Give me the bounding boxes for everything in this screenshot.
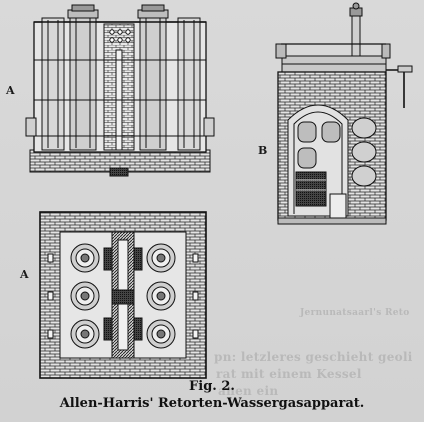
view-a-plan bbox=[39, 211, 207, 379]
bleed-text-4: ahen ein bbox=[218, 384, 279, 398]
view-label-a-bottom: A bbox=[20, 268, 29, 281]
retort-rings-right bbox=[146, 243, 176, 349]
view-label-b: B bbox=[258, 144, 268, 157]
figure-number: Fig. 2. bbox=[189, 379, 235, 394]
bleed-text-3: rat mit einem Kessel bbox=[216, 367, 362, 381]
bleed-text-2: pn: letzleres geschieht geoli bbox=[214, 350, 413, 364]
view-label-a-top: A bbox=[6, 84, 15, 97]
bleed-text-1: Jernunatsaarl's Reto bbox=[300, 308, 410, 318]
view-a-elevation bbox=[25, 4, 215, 177]
view-b-section bbox=[275, 2, 413, 225]
retort-rings-left bbox=[70, 243, 100, 349]
figure-title: Allen-Harris' Retorten-Wassergasapparat. bbox=[59, 396, 365, 411]
